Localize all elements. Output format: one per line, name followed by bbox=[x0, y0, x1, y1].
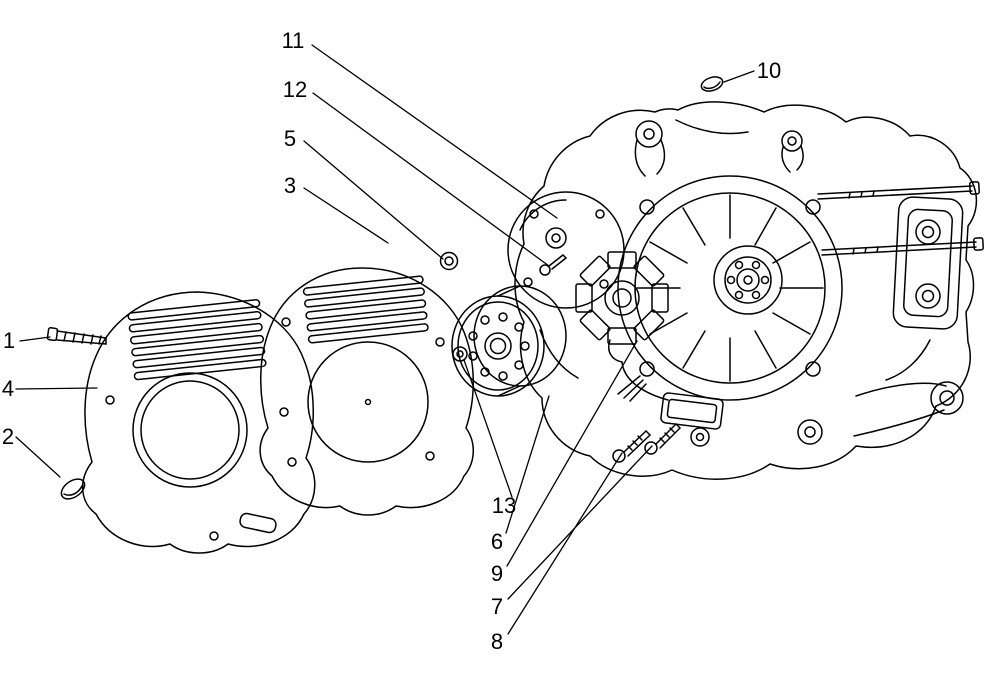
stud-bolt-lower bbox=[821, 237, 984, 256]
fan-cover-front bbox=[81, 291, 316, 554]
callout-12: 12 bbox=[282, 77, 308, 102]
screw-part-1 bbox=[46, 327, 107, 345]
fan-blades bbox=[636, 194, 824, 382]
fan-cover-rear bbox=[259, 267, 474, 516]
leader-line-10 bbox=[723, 70, 755, 83]
callout-7: 7 bbox=[490, 594, 504, 619]
gasket-face bbox=[892, 196, 964, 330]
callout-5: 5 bbox=[283, 126, 297, 151]
leader-line-7 bbox=[507, 445, 653, 600]
leader-line-5 bbox=[303, 140, 444, 260]
mounting-ear-right bbox=[781, 130, 804, 173]
callout-6: 6 bbox=[490, 529, 504, 554]
leader-line-1 bbox=[19, 336, 51, 342]
leader-lines bbox=[15, 44, 755, 635]
clip-part-10 bbox=[700, 76, 724, 92]
engine-mount bbox=[797, 381, 964, 445]
leader-line-2 bbox=[15, 436, 61, 478]
callout-4: 4 bbox=[1, 376, 15, 401]
callout-10: 10 bbox=[756, 58, 782, 83]
stator-part-9 bbox=[575, 251, 669, 363]
grommet-part-2 bbox=[60, 478, 86, 500]
bolt-part-7 bbox=[644, 423, 681, 455]
leader-line-11 bbox=[311, 44, 558, 219]
callout-8: 8 bbox=[490, 629, 504, 654]
callout-2: 2 bbox=[1, 424, 15, 449]
fan-housing bbox=[617, 175, 843, 401]
callout-11: 11 bbox=[281, 28, 305, 53]
line-art bbox=[15, 44, 984, 635]
mounting-ear-left bbox=[634, 120, 666, 177]
callout-9: 9 bbox=[490, 561, 504, 586]
crankcase bbox=[514, 101, 978, 480]
stator-wiring bbox=[617, 361, 669, 402]
hub-bearing bbox=[713, 245, 783, 315]
callout-3: 3 bbox=[283, 173, 297, 198]
screw-part-12 bbox=[539, 254, 567, 276]
bolt-part-8 bbox=[612, 430, 651, 463]
stud-bolt-upper bbox=[817, 181, 980, 200]
washer-part-5 bbox=[439, 251, 459, 271]
callout-1: 1 bbox=[2, 328, 16, 353]
callout-13: 13 bbox=[491, 493, 517, 518]
flywheel-part-6 bbox=[451, 285, 567, 397]
regulator bbox=[660, 392, 724, 430]
leader-line-13 bbox=[463, 359, 513, 498]
leader-line-6 bbox=[505, 395, 550, 534]
leader-line-4 bbox=[15, 387, 98, 390]
leader-line-3 bbox=[303, 187, 389, 244]
leader-line-12 bbox=[312, 92, 550, 267]
leader-line-9 bbox=[506, 340, 638, 567]
leader-line-8 bbox=[507, 452, 623, 635]
